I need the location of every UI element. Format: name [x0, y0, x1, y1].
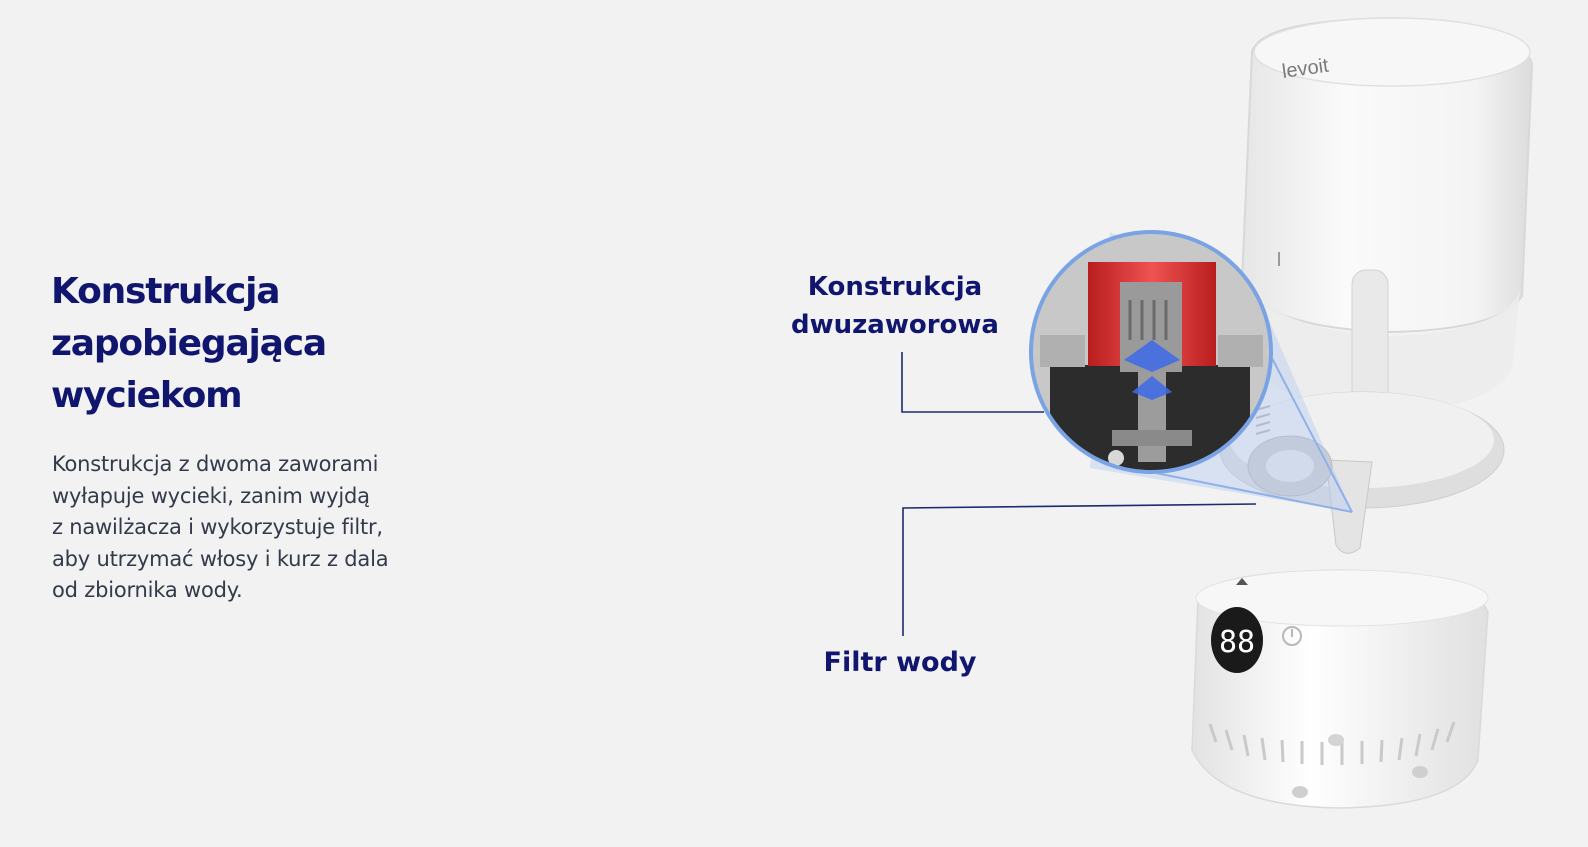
section-headline: Konstrukcja zapobiegająca wyciekom [51, 266, 471, 422]
water-tank [1240, 16, 1534, 412]
valve-callout-line [901, 352, 1044, 413]
description-line-5: od zbiornika wody. [52, 578, 243, 602]
description-line-3: z nawilżacza i wykorzystuje filtr, [52, 515, 383, 539]
filter-callout-line [902, 503, 1257, 636]
callout-water-filter: Filtr wody [823, 647, 977, 678]
callout-dual-valve-line-2: dwuzaworowa [791, 310, 999, 340]
description-line-4: aby utrzymać włosy i kurz z dala [52, 546, 389, 571]
display-digits: 88 [1219, 625, 1255, 660]
power-icon[interactable] [1282, 626, 1302, 646]
callout-dual-valve-line-1: Konstrukcja [807, 272, 983, 302]
magnifier-lens [1029, 230, 1273, 474]
humidifier-base [1191, 569, 1489, 809]
headline-line-2: zapobiegająca [51, 323, 327, 364]
headline-line-3: wyciekom [51, 375, 243, 416]
description-line-2: wyłapuje wycieki, zanim wyjdą [52, 483, 370, 508]
valve-bottom [1132, 376, 1172, 400]
section-description: Konstrukcja z dwoma zaworami wyłapuje wy… [52, 449, 472, 607]
tank-bottom-plate [1219, 391, 1505, 554]
description-line-1: Konstrukcja z dwoma zaworami [52, 452, 379, 476]
headline-line-1: Konstrukcja [51, 271, 281, 312]
callout-dual-valve: Konstrukcja dwuzaworowa [780, 268, 1010, 344]
valve-top [1124, 340, 1180, 372]
base-display: 88 [1211, 607, 1263, 673]
